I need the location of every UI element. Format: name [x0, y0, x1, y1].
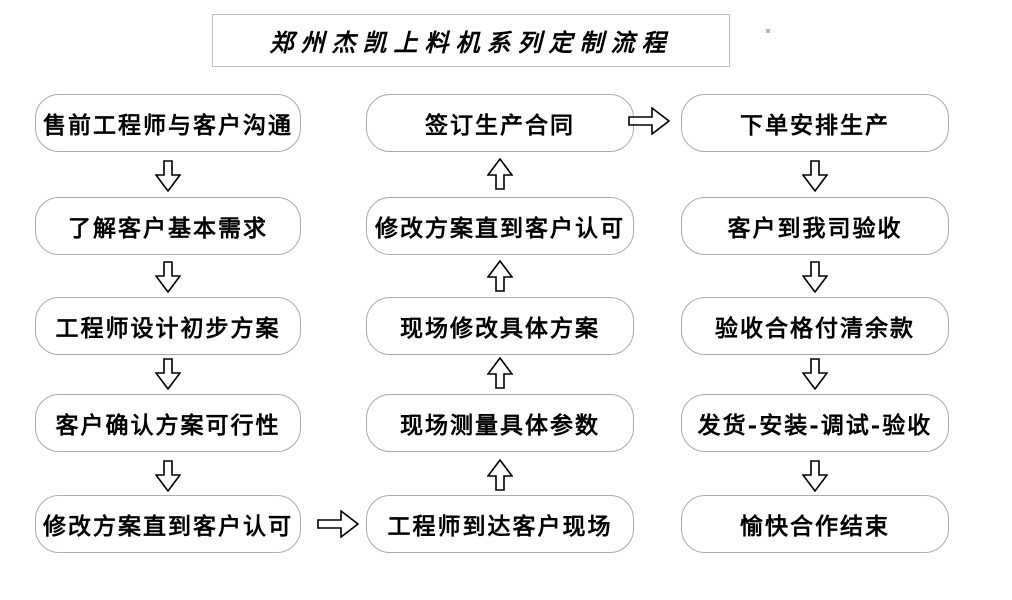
flowchart-title: 郑州杰凯上料机系列定制流程 — [269, 28, 673, 57]
right-arrow-icon — [628, 106, 671, 136]
flow-node-cooperation-complete: 愉快合作结束 — [681, 495, 949, 553]
flow-node-engineer-arrives-site: 工程师到达客户现场 — [366, 495, 634, 553]
flow-node-pay-balance: 验收合格付清余款 — [681, 297, 949, 355]
flow-node-presales-communication: 售前工程师与客户沟通 — [35, 94, 301, 152]
up-arrow-icon — [486, 259, 514, 292]
up-arrow-icon — [486, 458, 514, 491]
up-arrow-icon — [486, 356, 514, 389]
flow-node-engineer-preliminary-design: 工程师设计初步方案 — [35, 297, 301, 355]
flowchart-title-box: 郑州杰凯上料机系列定制流程 — [212, 14, 730, 67]
down-arrow-icon — [801, 358, 829, 391]
flow-node-revise-until-approved-2: 修改方案直到客户认可 — [366, 197, 634, 255]
down-arrow-icon — [801, 160, 829, 193]
flow-node-understand-needs: 了解客户基本需求 — [35, 197, 301, 255]
up-arrow-icon — [486, 157, 514, 190]
down-arrow-icon — [154, 358, 182, 391]
down-arrow-icon — [801, 261, 829, 294]
down-arrow-icon — [154, 160, 182, 193]
flow-node-onsite-measure-parameters: 现场测量具体参数 — [366, 394, 634, 452]
down-arrow-icon — [154, 261, 182, 294]
down-arrow-icon — [154, 460, 182, 493]
right-arrow-icon — [317, 509, 360, 539]
flow-node-ship-install-debug-accept: 发货-安装-调试-验收 — [681, 394, 949, 452]
flow-node-onsite-revise-plan: 现场修改具体方案 — [366, 297, 634, 355]
flow-node-sign-contract: 签订生产合同 — [366, 94, 634, 152]
flow-node-place-order-production: 下单安排生产 — [681, 94, 949, 152]
flow-node-revise-until-approved-1: 修改方案直到客户认可 — [35, 495, 301, 553]
flow-node-customer-acceptance-visit: 客户到我司验收 — [681, 197, 949, 255]
stray-dot — [766, 29, 770, 33]
down-arrow-icon — [801, 460, 829, 493]
flow-node-customer-confirm-feasibility: 客户确认方案可行性 — [35, 394, 301, 452]
